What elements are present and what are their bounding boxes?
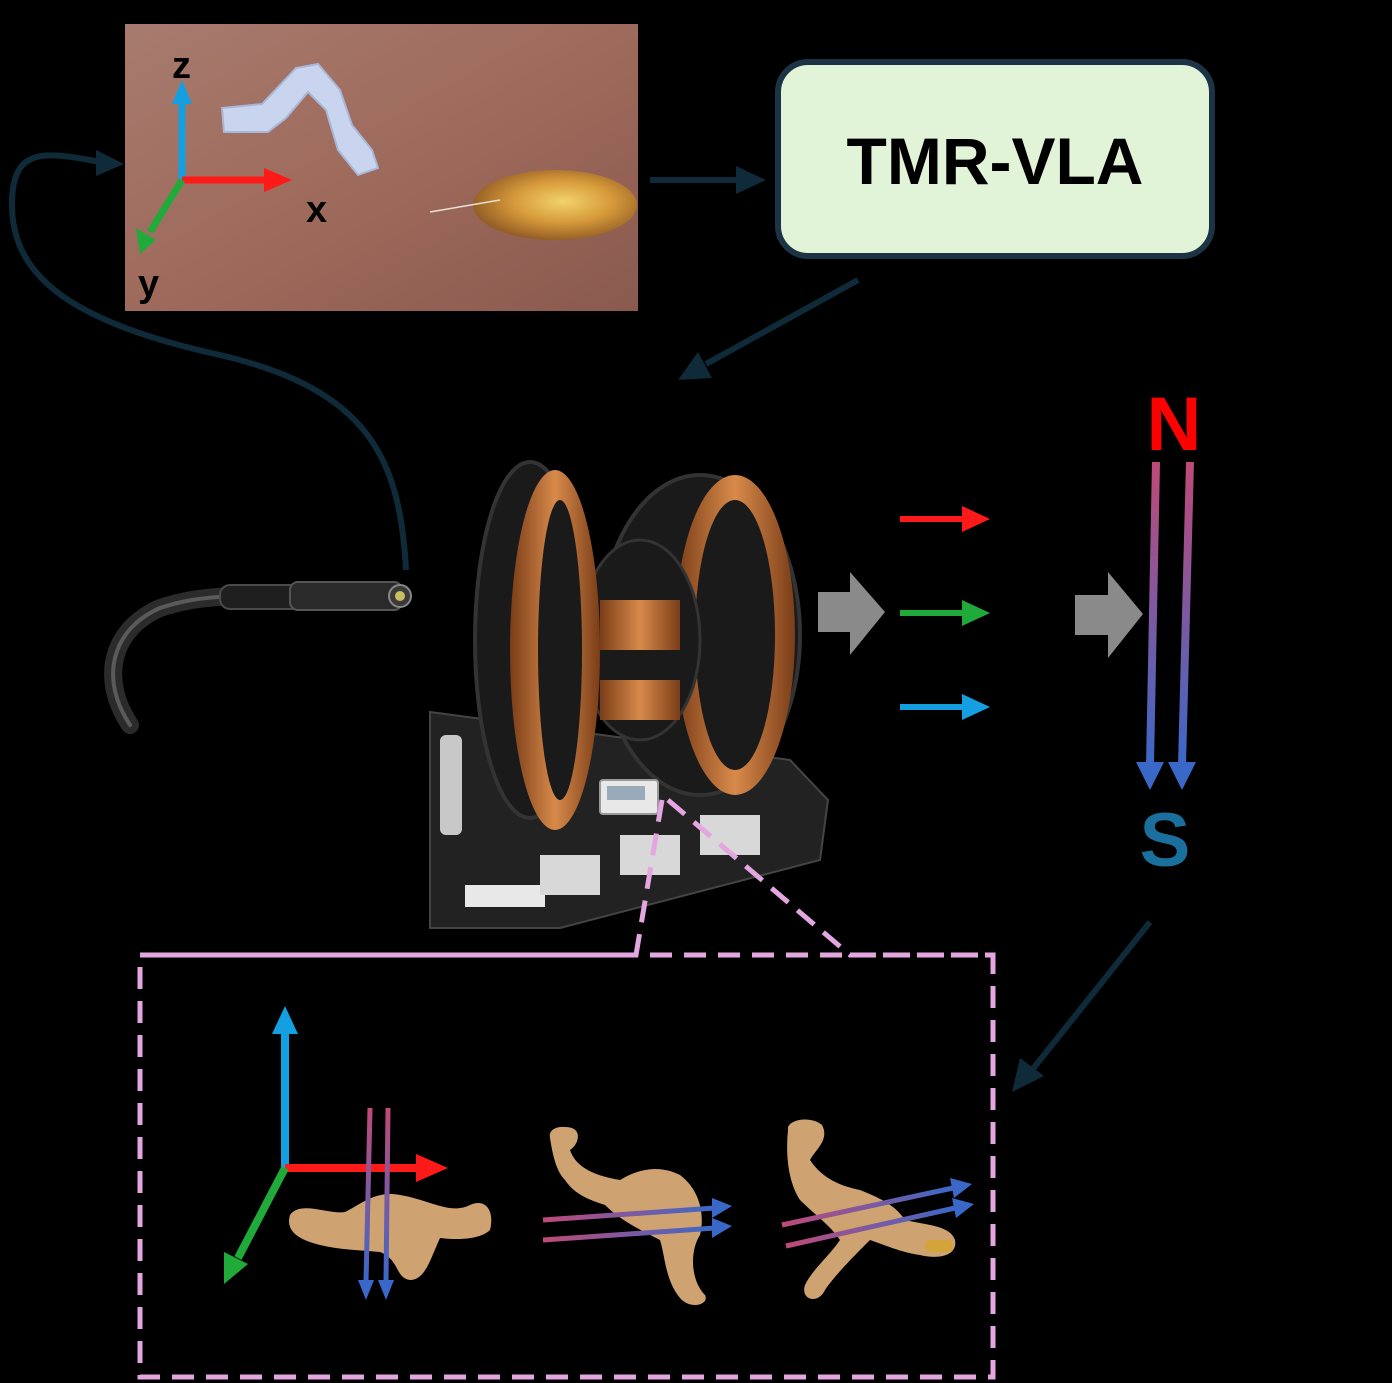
axis-label-x: x bbox=[306, 189, 327, 231]
tmr-vla-model-box: TMR-VLA bbox=[778, 62, 1212, 256]
gray-arrow-2 bbox=[1075, 572, 1143, 658]
north-pole-label: N bbox=[1147, 382, 1202, 467]
magnetic-field-lines bbox=[1136, 462, 1196, 790]
image-to-model-arrow bbox=[650, 166, 766, 194]
model-to-coil-arrow bbox=[678, 280, 858, 380]
capsule-target-icon bbox=[473, 170, 637, 240]
axis-label-z: z bbox=[172, 45, 191, 87]
helmholtz-coil-icon bbox=[430, 462, 828, 928]
cable-arrowhead bbox=[96, 150, 124, 176]
south-pole-label: S bbox=[1140, 798, 1191, 883]
gray-arrow-1 bbox=[818, 572, 885, 655]
magnetic-robot-icon-3 bbox=[787, 1120, 955, 1300]
magnetic-robot-icon-1 bbox=[289, 1194, 491, 1280]
field-to-robot-arrow bbox=[1012, 922, 1150, 1092]
endoscope-camera-icon bbox=[113, 582, 411, 725]
axis-label-y: y bbox=[138, 263, 159, 305]
field-component-arrows bbox=[900, 506, 990, 720]
model-label: TMR-VLA bbox=[847, 124, 1144, 198]
camera-view-image: z x y bbox=[125, 24, 638, 311]
